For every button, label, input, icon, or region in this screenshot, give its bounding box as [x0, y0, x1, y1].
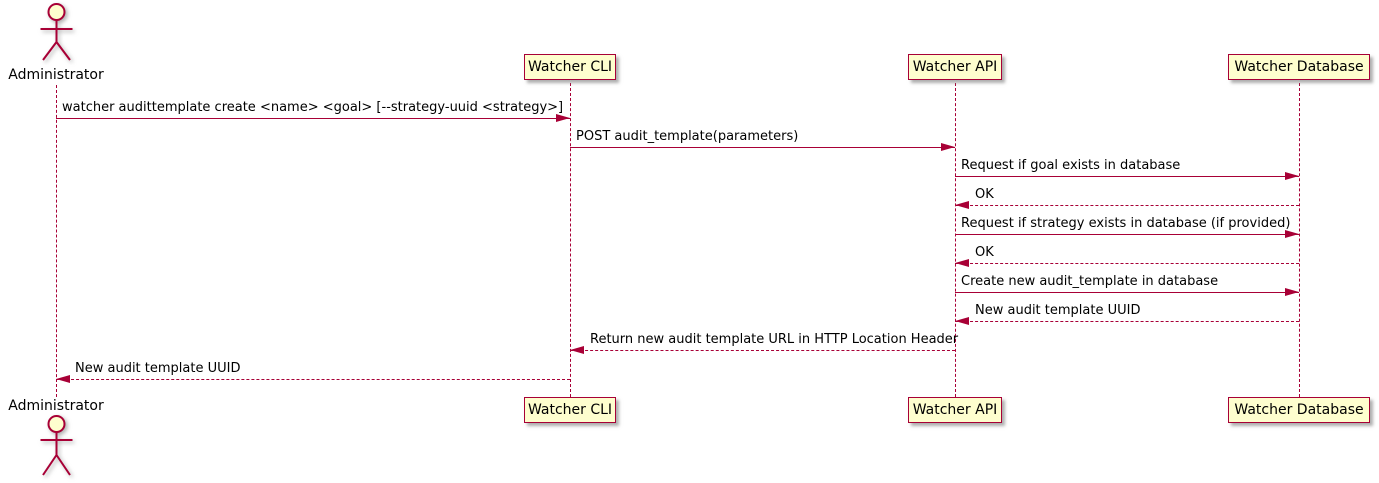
lifeline-watcher-api [955, 83, 956, 397]
message-9-label: Return new audit template URL in HTTP Lo… [590, 332, 959, 347]
message-2-label: POST audit_template(parameters) [576, 129, 799, 144]
message-10-line [56, 379, 570, 380]
message-4-label: OK [975, 187, 994, 202]
actor-icon [40, 415, 73, 476]
participant-watcher-database-bottom: Watcher Database [1228, 397, 1370, 423]
arrowhead-icon [955, 201, 969, 209]
arrowhead-icon [955, 317, 969, 325]
message-6-line [955, 263, 1299, 264]
arrowhead-icon [941, 143, 955, 151]
message-9-line [570, 350, 955, 351]
lifeline-watcher-cli [570, 83, 571, 397]
message-5-label: Request if strategy exists in database (… [961, 216, 1291, 231]
message-10-label: New audit template UUID [75, 361, 241, 376]
participant-watcher-api-bottom: Watcher API [908, 397, 1002, 423]
message-6-label: OK [975, 245, 994, 260]
message-1-line [56, 118, 570, 119]
message-4-line [955, 205, 1299, 206]
message-7-line [955, 292, 1299, 293]
participant-watcher-database-top: Watcher Database [1228, 54, 1370, 80]
arrowhead-icon [556, 114, 570, 122]
actor-icon [40, 3, 73, 61]
arrowhead-icon [570, 346, 584, 354]
arrowhead-icon [1285, 172, 1299, 180]
arrowhead-icon [955, 259, 969, 267]
message-8-label: New audit template UUID [975, 303, 1141, 318]
actor-label-administrator-top: Administrator [8, 67, 104, 83]
participant-watcher-cli-bottom: Watcher CLI [524, 397, 616, 423]
message-8-line [955, 321, 1299, 322]
arrowhead-icon [56, 375, 70, 383]
arrowhead-icon [1285, 230, 1299, 238]
message-3-label: Request if goal exists in database [961, 158, 1181, 173]
message-7-label: Create new audit_template in database [961, 274, 1219, 289]
message-3-line [955, 176, 1299, 177]
arrowhead-icon [1285, 288, 1299, 296]
actor-label-administrator-bottom: Administrator [8, 398, 104, 414]
participant-watcher-cli-top: Watcher CLI [524, 54, 616, 80]
lifeline-administrator [56, 85, 57, 397]
message-5-line [955, 234, 1299, 235]
message-2-line [570, 147, 955, 148]
participant-watcher-api-top: Watcher API [908, 54, 1002, 80]
lifeline-watcher-database [1299, 83, 1300, 397]
message-1-label: watcher audittemplate create <name> <goa… [62, 100, 564, 115]
